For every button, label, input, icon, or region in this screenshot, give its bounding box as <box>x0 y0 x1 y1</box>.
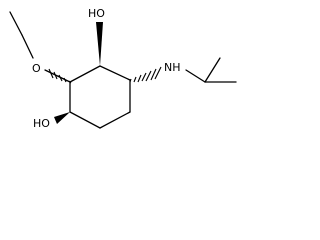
wedge-bond-bottom-oh <box>54 112 70 124</box>
structure-drawing: O HO HO NH <box>9 7 237 130</box>
ring-bond-bottom-right <box>99 111 131 129</box>
bond-methyl-ch2 <box>9 11 23 36</box>
ring-bond-bottom-left <box>69 111 101 129</box>
ring-bond-top-left <box>69 65 101 83</box>
top-hydroxyl-label: HO <box>88 7 105 20</box>
wedge-bond-top-oh <box>96 22 103 66</box>
bond-oxygen-ring <box>44 69 71 83</box>
hashed-bond-amine <box>129 66 162 83</box>
amine-nh-label: NH <box>164 61 181 74</box>
bottom-hydroxyl-label: HO <box>33 117 50 130</box>
bond-ch-methyl-up <box>204 57 221 83</box>
ring-bond-top-right <box>99 65 131 81</box>
hashed-bond-ethoxy <box>48 68 72 84</box>
molecule-diagram: O HO HO NH <box>0 0 248 151</box>
bond-n-ch <box>185 69 206 83</box>
bond-ch2-oxygen <box>21 34 34 59</box>
ethoxy-oxygen-label: O <box>32 62 41 75</box>
